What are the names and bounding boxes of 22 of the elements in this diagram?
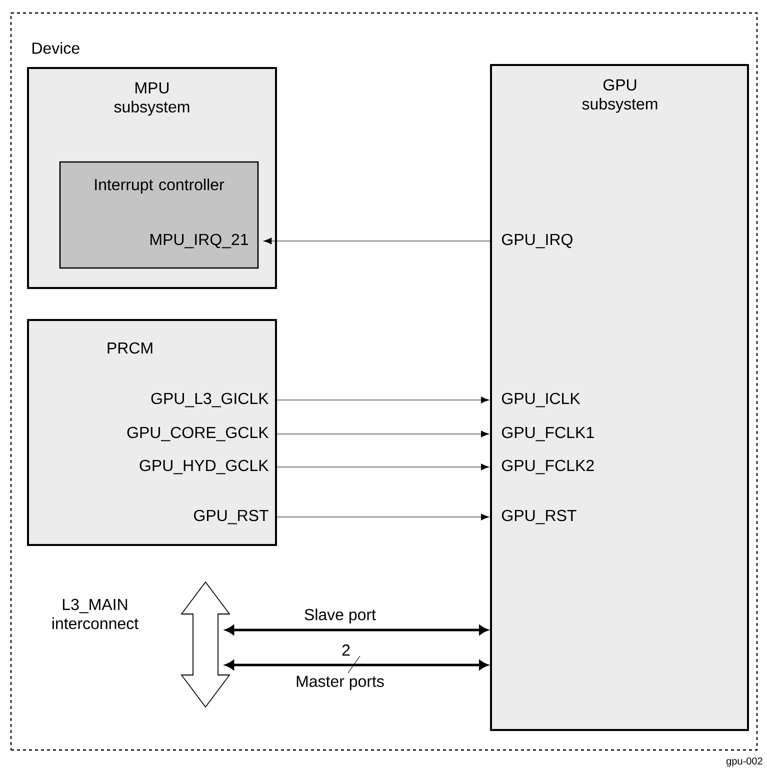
signal-arrow [276, 464, 490, 470]
signal-label: MPU_IRQ_21 [150, 234, 248, 248]
bus-arrow [225, 625, 488, 635]
figure-id: gpu-002 [726, 757, 762, 767]
signal-label: GPU_RST [194, 510, 268, 524]
interconnect-label: L3_MAIN interconnect [52, 598, 138, 630]
signal-label: GPU_L3_GICLK [151, 392, 269, 408]
signal-arrow [276, 430, 490, 438]
signal-label: GPU_FCLK1 [502, 426, 594, 442]
signal-label: GPU_RST [502, 510, 576, 524]
edge-label: Slave port [302, 608, 378, 624]
signal-label: GPU_HYD_GCLK [140, 460, 269, 474]
signal-label: GPU_ICLK [502, 392, 580, 408]
signal-label: GPU_CORE_GCLK [127, 426, 269, 442]
bus-arrow [225, 660, 488, 670]
edge-label: Master ports [294, 674, 386, 692]
signal-arrow [276, 396, 490, 404]
signal-label: GPU_IRQ [502, 234, 572, 248]
signal-label: GPU_FCLK2 [502, 460, 594, 474]
bus-width-label: 2 [342, 644, 350, 656]
signal-arrow [276, 514, 490, 520]
signal-arrow [264, 238, 490, 244]
